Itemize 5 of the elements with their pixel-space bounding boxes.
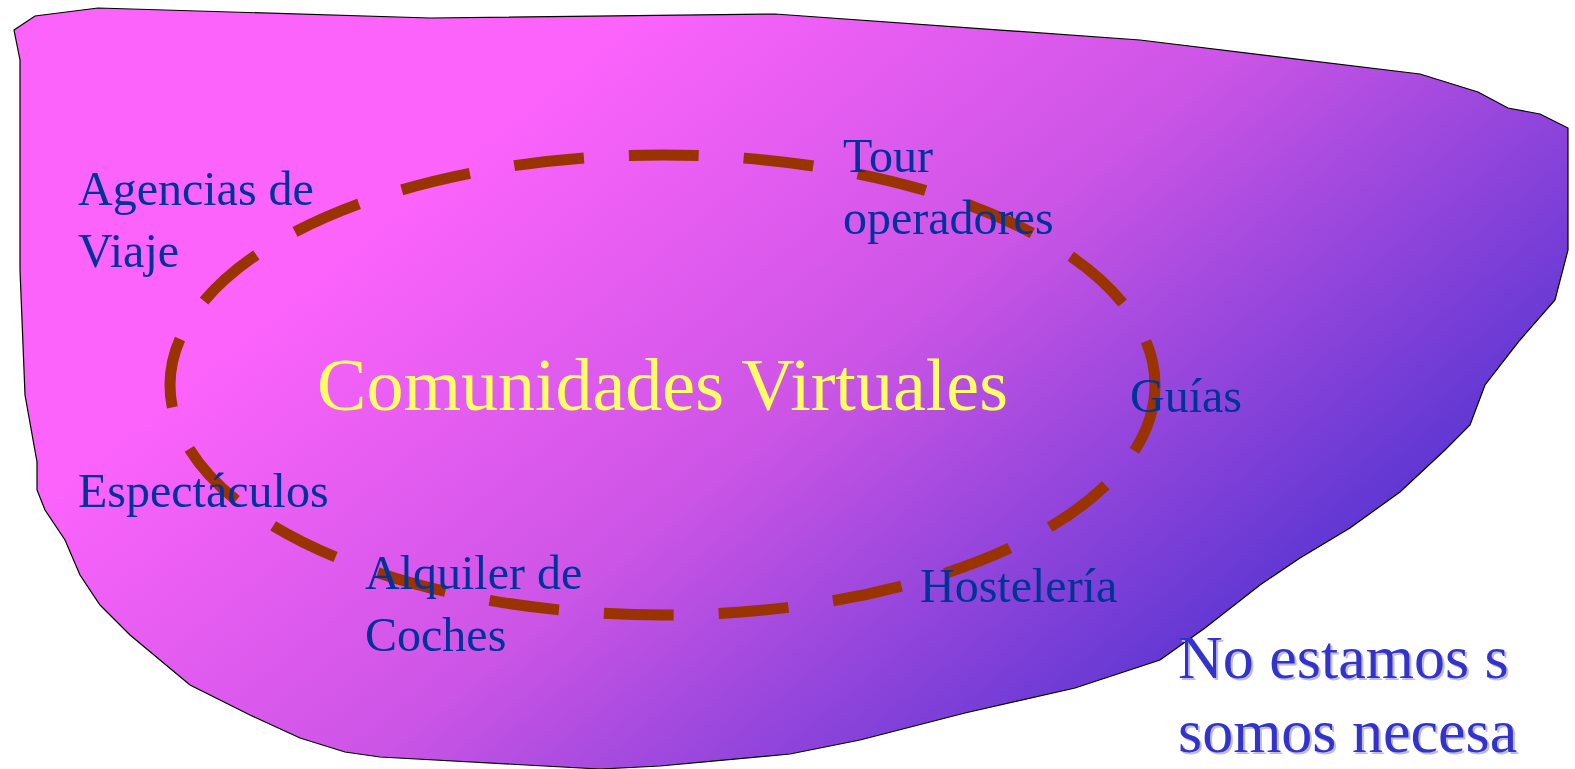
category-label: Hostelería	[920, 558, 1118, 614]
slogan-text: No estamos s	[1178, 622, 1509, 692]
category-label: Agencias de Viaje	[78, 161, 315, 279]
slogan-text: somos necesa	[1178, 696, 1518, 766]
category-label: Alquiler de Coches	[365, 545, 584, 663]
